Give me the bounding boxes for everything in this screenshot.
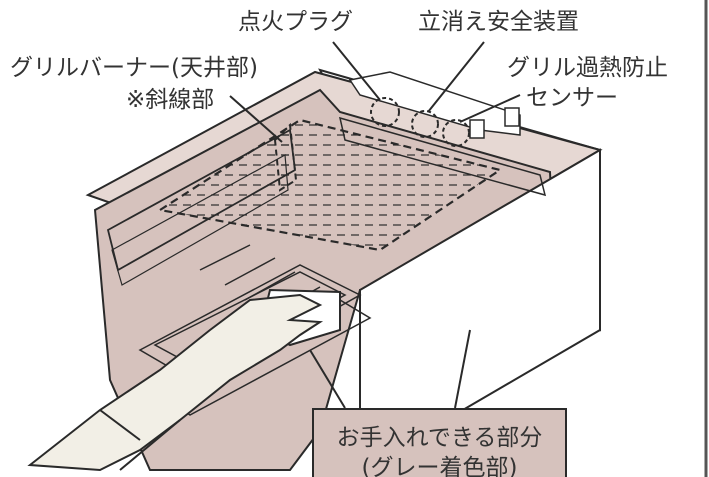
grill-burner-hatched-area (157, 118, 503, 252)
flame-failure-device-label: 立消え安全装置 (418, 9, 579, 35)
gloved-hand-with-cloth (27, 288, 341, 472)
overheat-sensor-label-2: センサー (526, 85, 618, 111)
grill-burner-note-label: ※斜線部 (126, 87, 215, 113)
overheat-sensor-marker-icon (442, 119, 470, 147)
callout-line-1: お手入れできる部分 (336, 425, 543, 451)
grill-burner-label: グリルバーナー(天井部) (10, 55, 258, 81)
ignition-plug-label: 点火プラグ (238, 9, 353, 35)
overheat-sensor-label: グリル過熱防止 (507, 55, 668, 81)
leader-lines (229, 41, 521, 409)
callout-line-2: (グレー着色部) (361, 455, 518, 477)
cleanable-area-callout: お手入れできる部分 (グレー着色部) (312, 408, 567, 477)
ignition-plug-marker-icon (370, 97, 400, 127)
flame-failure-marker-icon (411, 110, 439, 138)
